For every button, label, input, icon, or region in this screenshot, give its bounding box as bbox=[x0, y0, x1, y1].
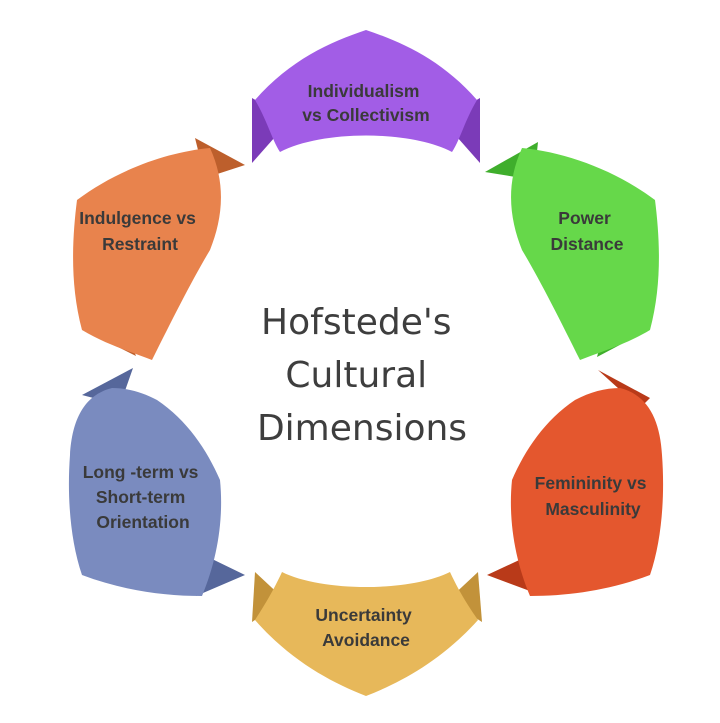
label-line-1: Power bbox=[558, 208, 611, 228]
label-line-3: Orientation bbox=[96, 512, 189, 532]
label-line-1: Indulgence vs bbox=[79, 208, 196, 228]
center-title-line-2: Cultural bbox=[285, 355, 427, 396]
label-line-2: Restraint bbox=[102, 234, 178, 254]
label-line-1: Long -term vs bbox=[83, 462, 199, 482]
ribbon-shape bbox=[511, 148, 659, 360]
ribbon-shape bbox=[68, 388, 222, 596]
fold-left bbox=[252, 572, 285, 622]
fold-right bbox=[448, 572, 482, 622]
center-title-line-1: Hofstede's bbox=[261, 302, 451, 343]
svg-text:Uncertainty Avoidance: Uncertainty Avoidance bbox=[315, 605, 416, 650]
svg-text:Long -term vs Short-term: Long -term vs Short-term Orientation bbox=[83, 462, 204, 532]
ribbon-shape bbox=[73, 148, 221, 360]
label-line-2: Short-term bbox=[96, 487, 185, 507]
center-title-line-3: Dimensions bbox=[257, 408, 467, 449]
dimension-individualism: Individualism vs Collectivism bbox=[252, 30, 480, 163]
label-line-1: Uncertainty bbox=[315, 605, 412, 625]
label-line-2: Avoidance bbox=[322, 630, 410, 650]
dimension-femininity-masculinity: Femininity vs Masculinity bbox=[487, 370, 664, 596]
svg-text:Power Distance: Power Distance bbox=[551, 208, 624, 254]
dimension-power-distance: Power Distance bbox=[485, 142, 659, 360]
dimension-long-short-term: Long -term vs Short-term Orientation bbox=[68, 368, 245, 596]
ribbon-shape bbox=[255, 30, 477, 152]
svg-text:Femininity vs Masculinit: Femininity vs Masculinity bbox=[535, 473, 652, 519]
label-line-2: Masculinity bbox=[545, 499, 641, 519]
label-line-2: Distance bbox=[551, 234, 624, 254]
ribbon-shape bbox=[510, 388, 664, 596]
svg-text:Indulgence vs Restraint: Indulgence vs Restraint bbox=[79, 208, 201, 254]
center-title: Hofstede's Cultural Dimensions bbox=[257, 302, 467, 449]
dimension-uncertainty-avoidance: Uncertainty Avoidance bbox=[252, 572, 482, 696]
dimension-indulgence-restraint: Indulgence vs Restraint bbox=[73, 138, 245, 360]
label-line-1: Femininity vs bbox=[535, 473, 647, 493]
svg-text:Individualism vs Collect: Individualism vs Collectivism bbox=[302, 81, 429, 125]
ribbon-shape bbox=[255, 572, 478, 696]
label-line-2: vs Collectivism bbox=[302, 105, 429, 125]
label-line-1: Individualism bbox=[308, 81, 420, 101]
